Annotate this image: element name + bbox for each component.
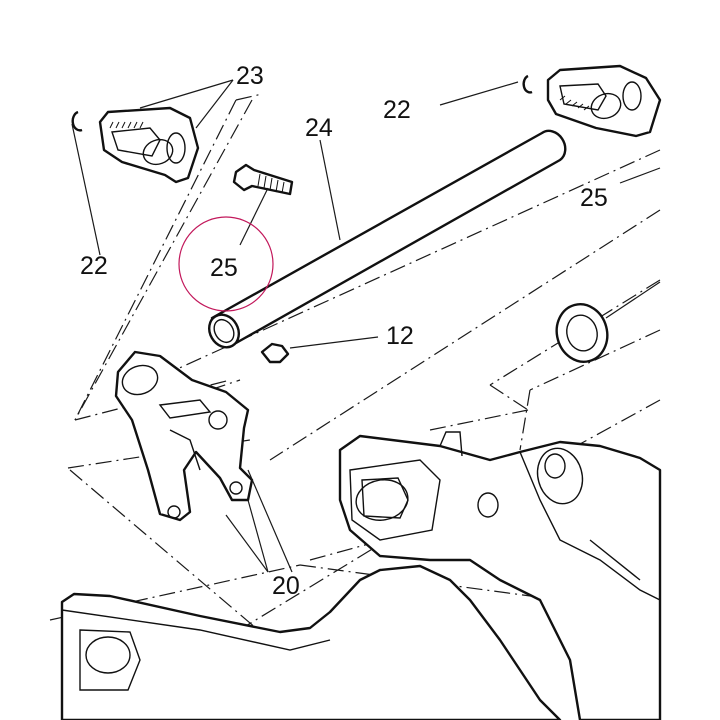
part-24-tube [207, 129, 567, 349]
callout-24: 24 [305, 114, 333, 142]
callout-12: 12 [386, 322, 414, 350]
part-20-bracket-plate [114, 350, 254, 522]
part-22-right-clip [522, 74, 533, 94]
part-12-bolt [260, 342, 290, 364]
frame-lower-left [60, 564, 562, 720]
highlight-circle [178, 216, 274, 312]
callout-22-left: 22 [80, 252, 108, 280]
frame-body [338, 431, 662, 720]
callout-25-right: 25 [580, 184, 608, 212]
callout-22-right: 22 [383, 96, 411, 124]
leader-lines [71, 79, 661, 573]
ring-nut [555, 303, 609, 363]
part-23-right-bracket [546, 64, 662, 138]
part-23-left-bracket [98, 106, 200, 184]
callout-25-left: 25 [210, 254, 238, 282]
callout-20: 20 [272, 572, 300, 600]
part-22-left-clip [71, 110, 83, 132]
part-25-left-bolt [232, 163, 294, 196]
callout-23: 23 [236, 62, 264, 90]
